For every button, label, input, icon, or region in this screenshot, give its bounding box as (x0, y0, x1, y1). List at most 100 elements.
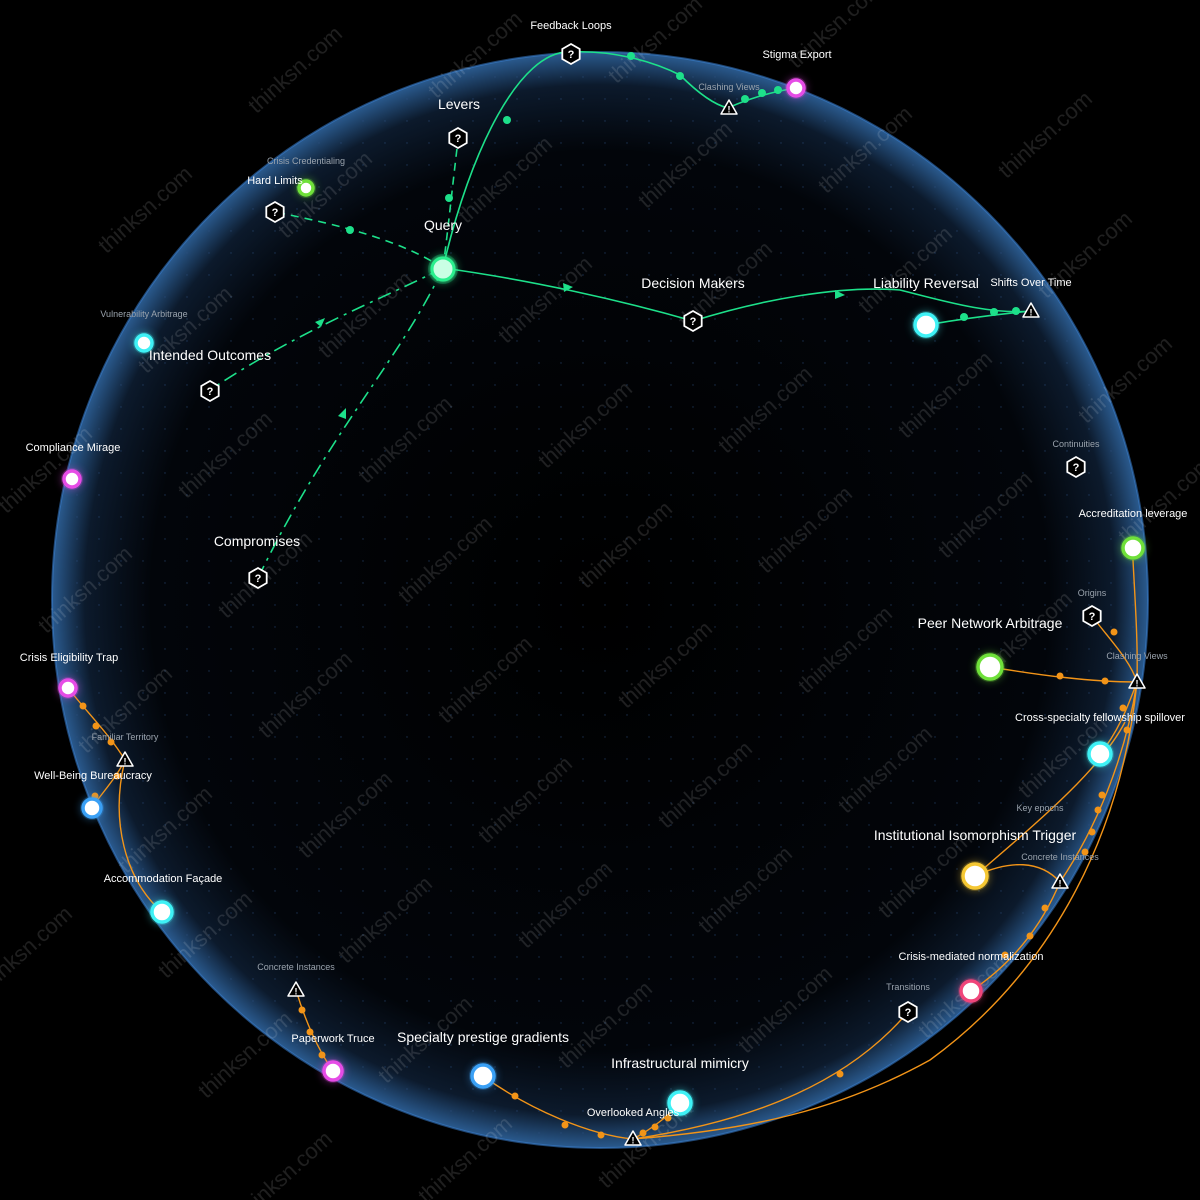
svg-text:?: ? (272, 207, 279, 219)
node-crisis-eligibility-trap[interactable]: Crisis Eligibility Trap (20, 652, 118, 699)
node-label: Paperwork Truce (291, 1033, 374, 1045)
node-label: Key epochs (1016, 803, 1064, 813)
node-concrete-instances-left[interactable]: !Concrete Instances (257, 962, 335, 997)
edge-concrete-crisis (970, 881, 1061, 992)
node-label: Decision Makers (641, 275, 744, 291)
node-accreditation-leverage[interactable]: Accreditation leverage (1079, 508, 1188, 561)
node-label: Transitions (886, 982, 930, 992)
watermark-text: thinksn.com (783, 0, 887, 73)
node-label: Vulnerability Arbitrage (100, 309, 187, 319)
question-hex-icon: ? (683, 309, 703, 333)
concept-node-icon (150, 900, 174, 924)
edge-query-feedback-loops (442, 50, 729, 269)
warning-triangle-icon: ! (116, 751, 134, 767)
concept-node-icon (976, 653, 1004, 681)
node-continuities[interactable]: ?Continuities (1052, 439, 1100, 479)
concept-node-icon (1121, 536, 1145, 560)
node-label: Overlooked Angles (587, 1107, 680, 1119)
node-label: Peer Network Arbitrage (918, 615, 1063, 631)
watermark-text: thinksn.com (193, 1006, 297, 1103)
concept-node-icon (58, 678, 78, 698)
watermark-text: thinksn.com (233, 1126, 337, 1200)
edge-isomorphism-clashing (974, 721, 1126, 877)
node-stigma-export[interactable]: Stigma Export (762, 49, 832, 99)
node-familiar-territory[interactable]: !Familiar Territory (92, 732, 159, 767)
concept-node-icon (667, 1090, 693, 1116)
svg-text:!: ! (1059, 879, 1062, 889)
node-paperwork-truce[interactable]: Paperwork Truce (291, 1033, 375, 1083)
node-decision-makers[interactable]: ? Decision Makers (641, 275, 745, 333)
node-key-epochs[interactable]: Key epochs (1016, 803, 1064, 813)
node-label: Feedback Loops (530, 20, 612, 32)
edge-decision-liability (692, 288, 1032, 322)
node-label: Intended Outcomes (149, 347, 271, 363)
node-overlooked-angles[interactable]: !Overlooked Angles (587, 1107, 680, 1146)
node-concrete-instances-right[interactable]: ! Concrete Instances (1021, 852, 1099, 889)
node-clashing-views-top[interactable]: !Clashing Views (698, 82, 760, 115)
node-label: Crisis Credentialing (267, 156, 345, 166)
edge-long-right-arc (632, 681, 1138, 1140)
node-compliance-mirage[interactable]: Compliance Mirage (26, 442, 121, 490)
node-transitions[interactable]: ? Transitions (886, 982, 930, 1024)
node-hard-limits[interactable]: ? Hard Limits (247, 175, 303, 224)
edge-clashing-concrete (1059, 681, 1138, 883)
node-label: Institutional Isomorphism Trigger (874, 827, 1077, 843)
node-shifts-over-time[interactable]: !Shifts Over Time (990, 277, 1072, 318)
concept-node-icon (322, 1060, 344, 1082)
question-hex-icon: ? (448, 126, 468, 150)
edge-query-hard-limits (274, 211, 444, 269)
edge-specialty-overlooked (482, 1075, 634, 1140)
question-hex-icon: ? (1082, 604, 1102, 628)
node-label: Concrete Instances (1021, 852, 1099, 862)
warning-triangle-icon: ! (1022, 302, 1040, 318)
edge-query-decision-makers (442, 267, 694, 322)
node-well-being-bureaucracy[interactable]: Well-Being Bureaucracy (34, 770, 152, 820)
question-hex-icon: ? (200, 379, 220, 403)
svg-text:?: ? (455, 133, 462, 145)
concept-node-icon (134, 333, 154, 353)
node-crisis-mediated[interactable]: Crisis-mediated normalization (899, 951, 1044, 1004)
query-node-icon (430, 256, 456, 282)
node-peer-network-arbitrage[interactable]: Peer Network Arbitrage (918, 615, 1063, 682)
svg-text:!: ! (1136, 679, 1139, 689)
warning-triangle-icon: ! (1128, 673, 1146, 689)
watermark-text: thinksn.com (0, 901, 77, 998)
svg-text:!: ! (728, 105, 731, 115)
svg-text:?: ? (207, 386, 214, 398)
edge-familiar-accommodation (118, 759, 163, 913)
node-clashing-views-right[interactable]: !Clashing Views (1106, 651, 1168, 689)
node-intended-outcomes[interactable]: ? Intended Outcomes (149, 347, 271, 403)
node-compromises[interactable]: ?Compromises (214, 533, 300, 590)
node-liability-reversal[interactable]: Liability Reversal (873, 275, 979, 339)
svg-text:?: ? (905, 1007, 912, 1019)
node-label: Accreditation leverage (1079, 508, 1188, 520)
node-institutional-isomorphism[interactable]: Institutional Isomorphism Trigger (874, 827, 1077, 891)
svg-text:?: ? (690, 316, 697, 328)
node-specialty-prestige[interactable]: Specialty prestige gradients (397, 1029, 569, 1090)
watermark-text: thinksn.com (243, 21, 347, 118)
svg-text:?: ? (568, 49, 575, 61)
warning-triangle-icon: ! (1051, 873, 1069, 889)
svg-text:!: ! (1030, 308, 1033, 318)
node-vulnerability-arbitrage[interactable]: Vulnerability Arbitrage (100, 309, 188, 354)
node-label: Hard Limits (247, 175, 303, 187)
node-crisis-credentialing[interactable]: Crisis Credentialing (267, 156, 345, 198)
node-origins[interactable]: ?Origins (1078, 588, 1107, 628)
node-cross-specialty[interactable]: Cross-specialty fellowship spillover (1015, 712, 1185, 768)
node-query[interactable]: Query (424, 217, 462, 284)
node-accommodation-facade[interactable]: Accommodation Façade (104, 873, 223, 925)
question-hex-icon: ? (1066, 455, 1086, 479)
concept-node-icon (959, 979, 983, 1003)
concept-node-icon (81, 797, 103, 819)
node-feedback-loops[interactable]: ? Feedback Loops (530, 20, 612, 66)
node-label: Stigma Export (762, 49, 831, 61)
node-infrastructural-mimicry[interactable]: Infrastructural mimicry (611, 1055, 749, 1117)
node-levers[interactable]: ?Levers (438, 96, 480, 150)
concept-node-icon (1087, 741, 1113, 767)
watermark-text: thinksn.com (993, 86, 1097, 183)
svg-text:?: ? (255, 573, 262, 585)
node-label: Concrete Instances (257, 962, 335, 972)
watermark-text: thinksn.com (93, 161, 197, 258)
concept-node-icon (470, 1063, 496, 1089)
